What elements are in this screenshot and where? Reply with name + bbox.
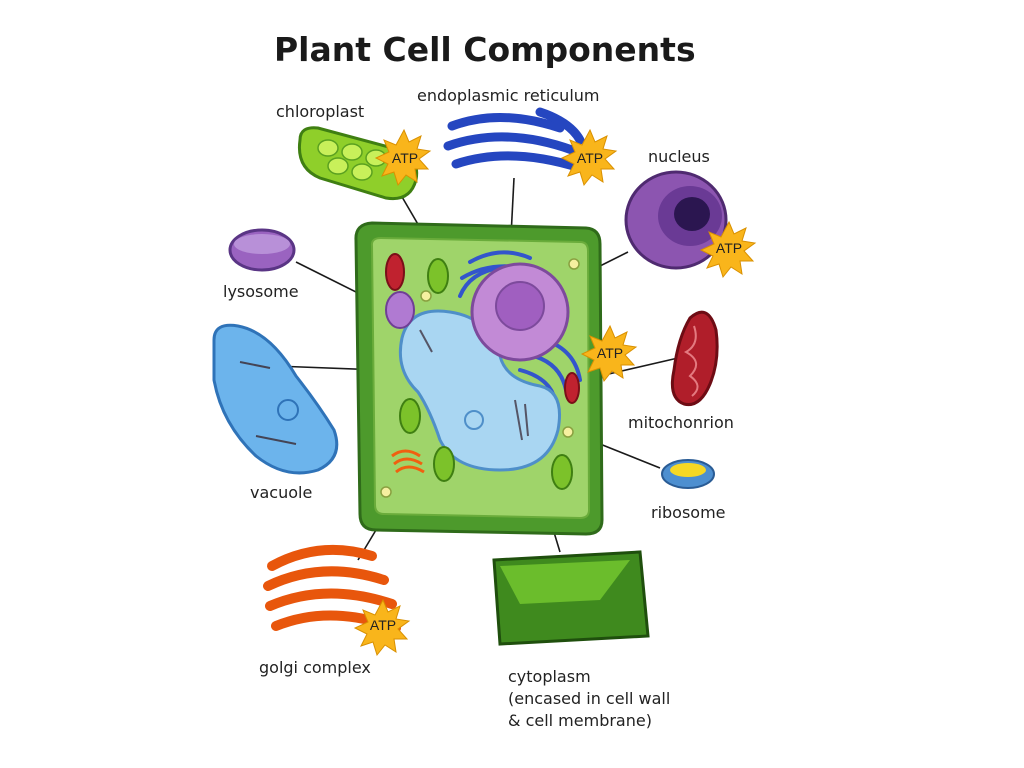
label-vacuole: vacuole (250, 483, 313, 502)
svg-text:ATP: ATP (716, 240, 742, 256)
svg-text:ATP: ATP (370, 617, 396, 633)
lysosome-shape (228, 228, 296, 272)
label-golgi-complex: golgi complex (259, 658, 371, 677)
label-lysosome: lysosome (223, 282, 299, 301)
cytoplasm-shape (492, 550, 650, 646)
label-cytoplasm: cytoplasm (508, 667, 591, 686)
label-ribosome: ribosome (651, 503, 726, 522)
chloroplasts-inside (399, 258, 573, 490)
nucleus-shape (624, 170, 728, 270)
label-mitochondrion: mitochonrion (628, 413, 734, 432)
atp-badge-chloroplast: ATP (374, 128, 432, 187)
label-cytoplasm-line3: & cell membrane) (508, 711, 652, 730)
diagram-title: Plant Cell Components (274, 30, 696, 69)
label-nucleus: nucleus (648, 147, 710, 166)
svg-text:ATP: ATP (577, 150, 603, 166)
atp-badge-golgi: ATP (353, 598, 411, 657)
atp-badges: ATP ATP ATP ATP ATP (353, 128, 757, 657)
label-endoplasmic-reticulum: endoplasmic reticulum (417, 86, 600, 105)
ribosome-shape (661, 459, 715, 489)
atp-badge-mitochondrion: ATP (580, 324, 638, 383)
vacuole-shape (212, 323, 339, 475)
plant-cell (354, 221, 604, 536)
label-chloroplast: chloroplast (276, 102, 365, 121)
golgi-inside (391, 449, 425, 474)
atp-badge-nucleus: ATP (699, 220, 757, 279)
mitochondrion-inside-1 (385, 253, 405, 291)
mitochondrion-inside-2 (564, 372, 580, 404)
ribosomes-inside (380, 258, 580, 498)
atp-badge-er: ATP (560, 128, 618, 187)
lysosome-inside (385, 291, 415, 329)
mitochondrion-shape (670, 310, 719, 407)
er-shape (443, 107, 585, 173)
svg-text:ATP: ATP (392, 150, 418, 166)
svg-text:ATP: ATP (597, 345, 623, 361)
label-cytoplasm-line2: (encased in cell wall (508, 689, 671, 708)
